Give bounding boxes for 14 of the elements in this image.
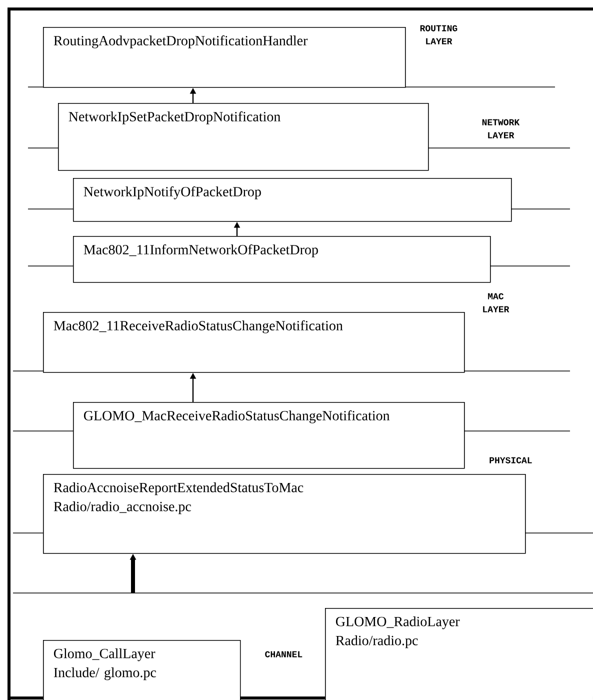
function-box: Glomo_CallLayer Include/ glomo.pc xyxy=(43,640,241,700)
function-box: NetworkIpNotifyOfPacketDrop xyxy=(73,178,512,222)
layer-label: NETWORK LAYER xyxy=(482,119,520,138)
layer-label: CHANNEL xyxy=(265,651,302,658)
function-box: RadioAccnoiseReportExtendedStatusToMac Radio/radio_accnoise.pc xyxy=(43,474,526,554)
function-box: RoutingAodvpacketDropNotificationHandler xyxy=(43,27,406,88)
layer-label: PHYSICAL xyxy=(490,457,532,464)
function-box: NetworkIpSetPacketDropNotification xyxy=(58,103,429,171)
function-box: GLOMO_RadioLayer Radio/radio.pc xyxy=(325,608,593,700)
layer-label: MAC LAYER xyxy=(483,293,510,312)
function-box: GLOMO_MacReceiveRadioStatusChangeNotification xyxy=(73,402,465,469)
layer-label: ROUTING LAYER xyxy=(420,25,458,44)
function-box: Mac802_11InformNetworkOfPacketDrop xyxy=(73,236,491,283)
function-box: Mac802_11ReceiveRadioStatusChangeNotification xyxy=(43,312,465,373)
